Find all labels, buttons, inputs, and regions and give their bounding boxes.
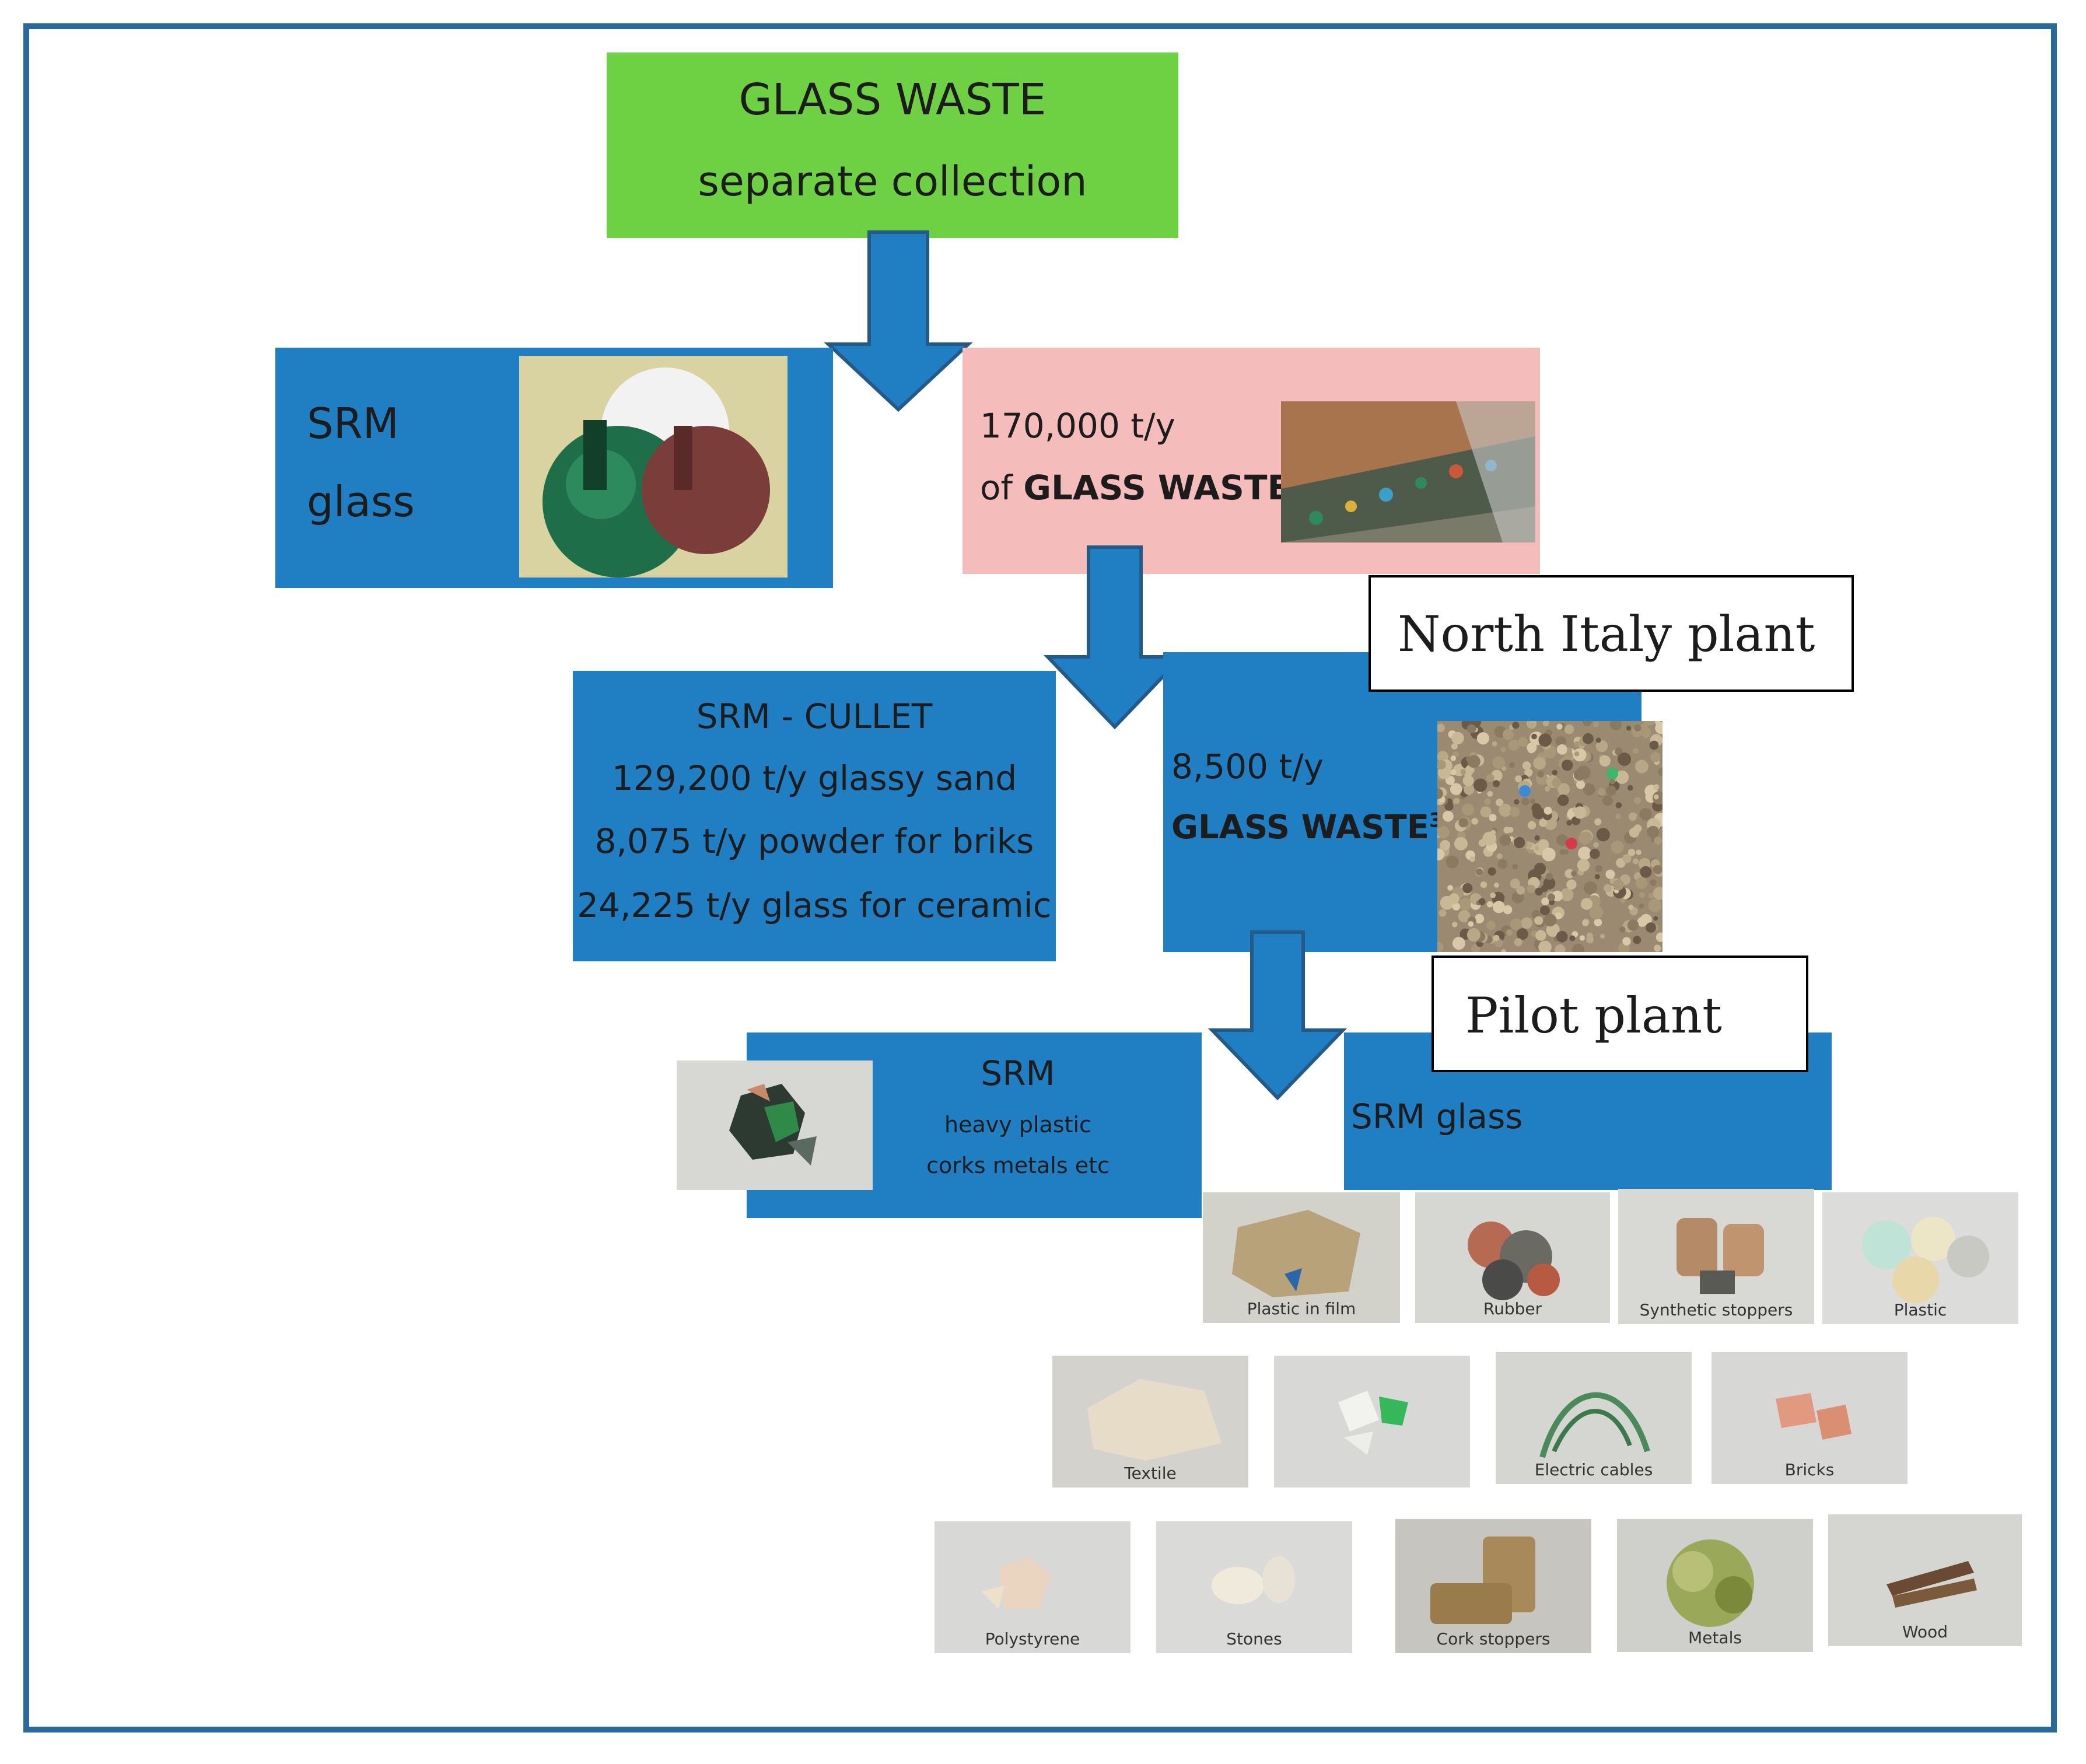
glass-waste-bold: GLASS WASTE (1023, 468, 1291, 508)
srm-label: SRM (307, 399, 399, 448)
arrow-down-1 (824, 230, 973, 412)
material-glass-ceramic (1274, 1356, 1470, 1488)
material-caption: Rubber (1483, 1299, 1542, 1318)
arrow-down-2 (1043, 545, 1186, 730)
cullet-title: SRM - CULLET (696, 696, 933, 736)
material-stones: Stones (1156, 1521, 1352, 1653)
material-bricks: Bricks (1712, 1352, 1908, 1484)
srm-glass-right-label: SRM glass (1351, 1097, 1523, 1136)
material-caption: Plastic in film (1247, 1299, 1356, 1318)
tonnage-170000: 170,000 t/y (980, 406, 1175, 446)
material-plastic: Plastic (1822, 1192, 2018, 1324)
heavy-fraction-photo (677, 1060, 873, 1190)
pilot-plant-label: Pilot plant (1432, 956, 1808, 1072)
material-caption: Plastic (1894, 1300, 1947, 1320)
material-caption: Metals (1688, 1628, 1742, 1647)
glass-waste-line-2: GLASS WASTE3 (1171, 808, 1443, 846)
glass-waste-line: of GLASS WASTE2 (980, 468, 1304, 508)
material-metals: Metals (1617, 1519, 1813, 1652)
material-caption: Cork stoppers (1436, 1629, 1550, 1648)
pilot-plant-text: Pilot plant (1465, 987, 1722, 1044)
cullet-line-3: 24,225 t/y glass for ceramic (577, 886, 1052, 925)
of-prefix: of (980, 468, 1024, 508)
material-caption: Stones (1226, 1629, 1282, 1648)
material-plastic-in-film: Plastic in film (1203, 1192, 1400, 1323)
tonnage-8500: 8,500 t/y (1171, 747, 1324, 786)
material-caption: Polystyrene (985, 1629, 1080, 1648)
glass-waste-title: GLASS WASTE (738, 75, 1046, 125)
srm-cullet-box: SRM - CULLET 129,200 t/y glassy sand 8,0… (573, 671, 1056, 961)
material-cork-stoppers: Cork stoppers (1395, 1519, 1591, 1653)
north-italy-plant-label: North Italy plant (1368, 575, 1854, 692)
material-synthetic-stoppers: Synthetic stoppers (1618, 1189, 1814, 1324)
glass-label: glass (307, 477, 415, 526)
material-caption: Wood (1902, 1622, 1948, 1642)
diagram-frame (23, 23, 2057, 1732)
material-caption: Electric cables (1534, 1460, 1653, 1479)
material-caption: Textile (1124, 1464, 1177, 1483)
glass-waste-collection-box: GLASS WASTE separate collection (607, 52, 1178, 238)
material-polystyrene: Polystyrene (935, 1521, 1130, 1653)
material-electric-cables: Electric cables (1496, 1352, 1692, 1484)
material-wood: Wood (1828, 1514, 2022, 1646)
cullet-line-1: 129,200 t/y glassy sand (611, 758, 1017, 798)
arrow-down-3 (1208, 930, 1348, 1101)
material-caption: Bricks (1784, 1460, 1835, 1479)
corks-metals-label: corks metals etc (926, 1153, 1110, 1178)
north-italy-plant-text: North Italy plant (1398, 606, 1815, 663)
heavy-plastic-label: heavy plastic (944, 1112, 1091, 1138)
material-textile: Textile (1052, 1356, 1248, 1488)
cullet-line-2: 8,075 t/y powder for briks (594, 821, 1034, 861)
srm-heavy-title: SRM (981, 1054, 1055, 1093)
srm-glass-photo (519, 356, 788, 578)
glass-waste-granules-photo (1437, 721, 1662, 952)
material-caption: Synthetic stoppers (1639, 1300, 1793, 1320)
glass-waste-bold-2: GLASS WASTE (1171, 808, 1430, 846)
conveyor-belt-photo (1281, 401, 1535, 542)
separate-collection-label: separate collection (698, 158, 1087, 205)
material-rubber: Rubber (1415, 1192, 1610, 1323)
